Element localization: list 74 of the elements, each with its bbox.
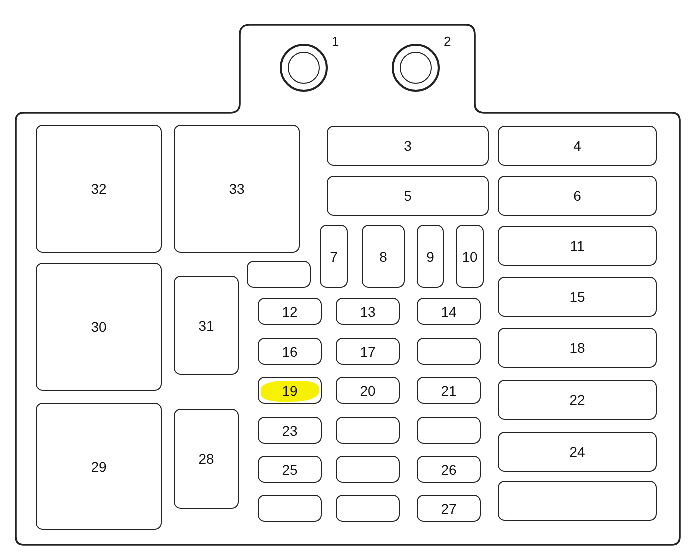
slot-number: 31	[198, 318, 214, 334]
fuse-slot	[417, 417, 481, 444]
fuse-slot	[417, 298, 481, 325]
fuse-slot	[498, 277, 657, 317]
relay-slot	[174, 409, 239, 509]
slot-number: 10	[462, 248, 478, 264]
fuse-slot	[327, 126, 489, 166]
slot-number: 5	[404, 188, 412, 204]
fuse-slot	[417, 225, 444, 288]
slot-number: 11	[570, 238, 585, 254]
fuse-slot	[258, 298, 322, 325]
slot-number: 9	[426, 248, 434, 264]
fuse-slot	[258, 338, 322, 365]
fuse-slot	[320, 225, 348, 288]
slot-number: 6	[574, 188, 582, 204]
relay-slot	[36, 125, 162, 253]
fuse-slot	[417, 495, 481, 522]
fuse-slot	[498, 481, 657, 521]
slot-number: 22	[570, 392, 586, 408]
bolt-terminal	[280, 44, 328, 92]
slot-number: 7	[330, 248, 338, 264]
fuse-slot	[336, 377, 400, 404]
relay-slot	[174, 125, 300, 253]
callout-number: 1	[332, 34, 340, 49]
fuse-slot	[258, 377, 322, 404]
fuse-slot	[247, 261, 311, 288]
fuse-slot	[336, 456, 400, 483]
fuse-slot	[336, 417, 400, 444]
slot-number: 33	[229, 181, 245, 197]
slot-number: 18	[570, 340, 586, 356]
relay-slot	[36, 403, 162, 530]
fuse-slot	[498, 176, 657, 216]
slot-number: 12	[282, 304, 298, 320]
slot-number: 8	[380, 248, 388, 264]
fuse-slot	[258, 495, 322, 522]
slot-number: 19	[282, 382, 298, 398]
fuse-slot	[327, 176, 489, 216]
slot-number: 24	[570, 444, 586, 460]
slot-number: 30	[91, 319, 107, 335]
fuse-slot	[336, 495, 400, 522]
fuse-slot	[417, 456, 481, 483]
slot-number: 4	[574, 138, 582, 154]
slot-number: 28	[198, 451, 214, 467]
slot-number: 21	[441, 382, 457, 398]
fuse-slot	[456, 225, 484, 288]
slot-number: 29	[91, 458, 107, 474]
slot-number: 15	[570, 289, 586, 305]
slot-number: 26	[441, 462, 457, 478]
fuse-slot	[362, 225, 405, 288]
relay-slot	[174, 276, 239, 375]
slot-number: 3	[404, 138, 412, 154]
fuse-slot	[336, 298, 400, 325]
fuse-slot	[498, 226, 657, 266]
slot-number: 14	[441, 304, 457, 320]
fuse-slot	[498, 432, 657, 472]
fuse-slot	[417, 377, 481, 404]
fuse-slot	[258, 417, 322, 444]
slot-number: 13	[360, 304, 376, 320]
slot-number: 17	[360, 344, 376, 360]
fuse-slot	[417, 338, 481, 365]
fuse-slot	[498, 380, 657, 420]
fuse-slot	[498, 126, 657, 166]
fuse-slot	[258, 456, 322, 483]
slot-number: 25	[282, 462, 298, 478]
slot-number: 20	[360, 382, 376, 398]
slot-number: 27	[441, 500, 457, 516]
bolt-terminal	[392, 44, 440, 92]
fuse-slot	[336, 338, 400, 365]
relay-slot	[36, 263, 162, 391]
slot-number: 23	[282, 422, 298, 438]
slot-number: 16	[282, 344, 298, 360]
fuse-slot	[498, 328, 657, 368]
callout-number: 2	[444, 34, 452, 49]
slot-number: 32	[91, 181, 107, 197]
